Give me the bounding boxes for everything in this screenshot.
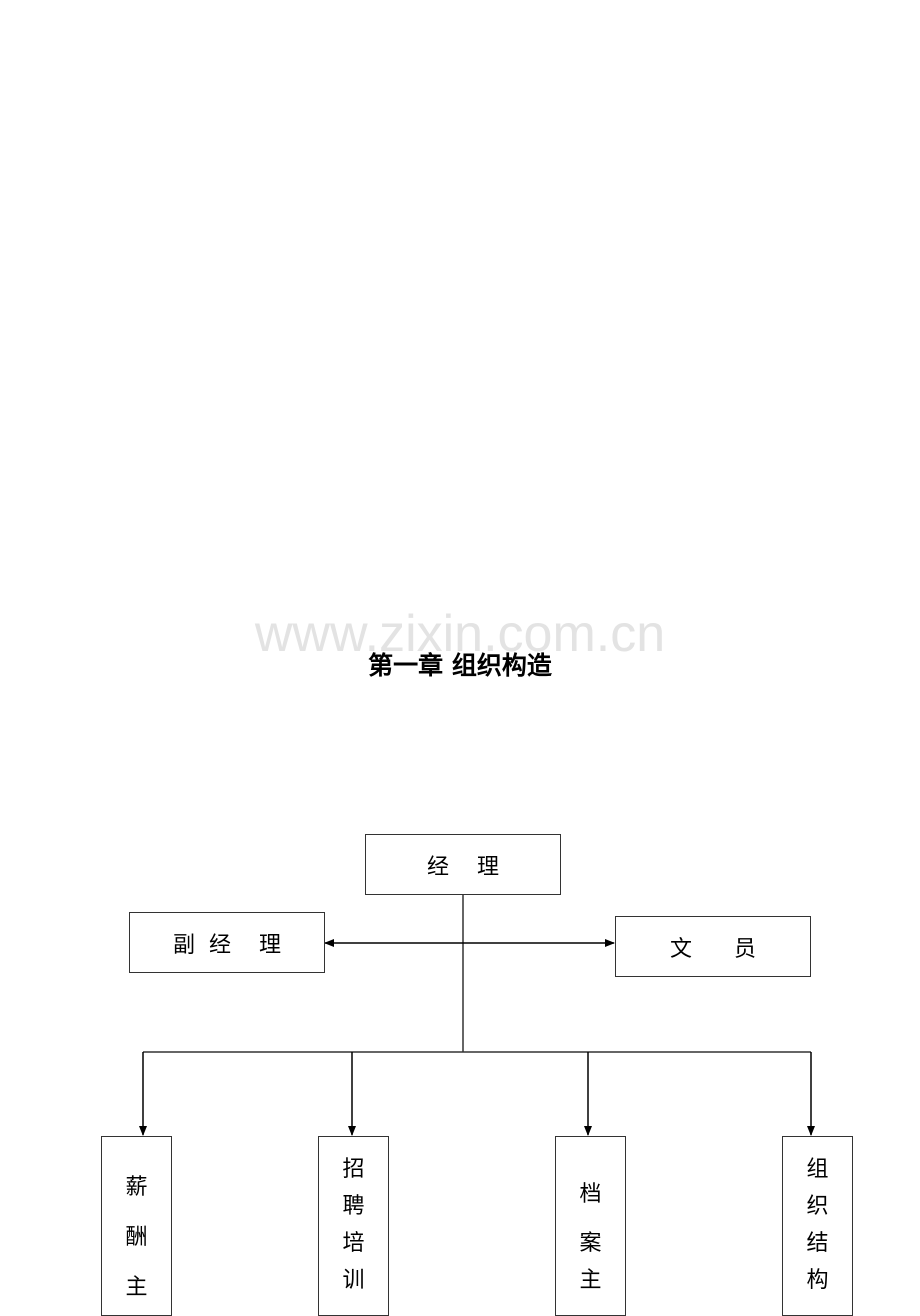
dept-char: 主 [125, 1275, 148, 1300]
dept-char: 构 [806, 1268, 829, 1293]
department-box-archives: 档 案 主 [555, 1136, 626, 1316]
dept-char: 培 [342, 1231, 365, 1256]
deputy-manager-label: 副 经 理 [173, 932, 281, 958]
dept-char: 招 [342, 1157, 365, 1182]
dept-char: 酬 [125, 1225, 148, 1250]
dept-char: 结 [806, 1231, 829, 1256]
deputy-manager-box: 副 经 理 [129, 912, 325, 973]
dept-char: 案 [579, 1231, 602, 1256]
dept-char: 织 [806, 1194, 829, 1219]
dept-char: 训 [342, 1268, 365, 1293]
watermark: www.zixin.com.cn [254, 605, 666, 663]
clerk-label: 文 员 [670, 936, 756, 962]
department-box-org-structure: 组 织 结 构 [782, 1136, 853, 1316]
manager-box: 经 理 [365, 834, 561, 895]
chapter-title: 第一章 组织构造 [368, 651, 552, 680]
dept-char: 组 [806, 1157, 829, 1182]
clerk-box: 文 员 [615, 916, 811, 977]
dept-char: 档 [579, 1182, 602, 1207]
manager-label: 经 理 [427, 854, 499, 880]
dept-char: 聘 [342, 1194, 365, 1219]
department-box-compensation: 薪 酬 主 [101, 1136, 172, 1316]
department-box-recruitment-training: 招 聘 培 训 [318, 1136, 389, 1316]
dept-char: 薪 [125, 1175, 148, 1200]
dept-char: 主 [579, 1268, 602, 1293]
